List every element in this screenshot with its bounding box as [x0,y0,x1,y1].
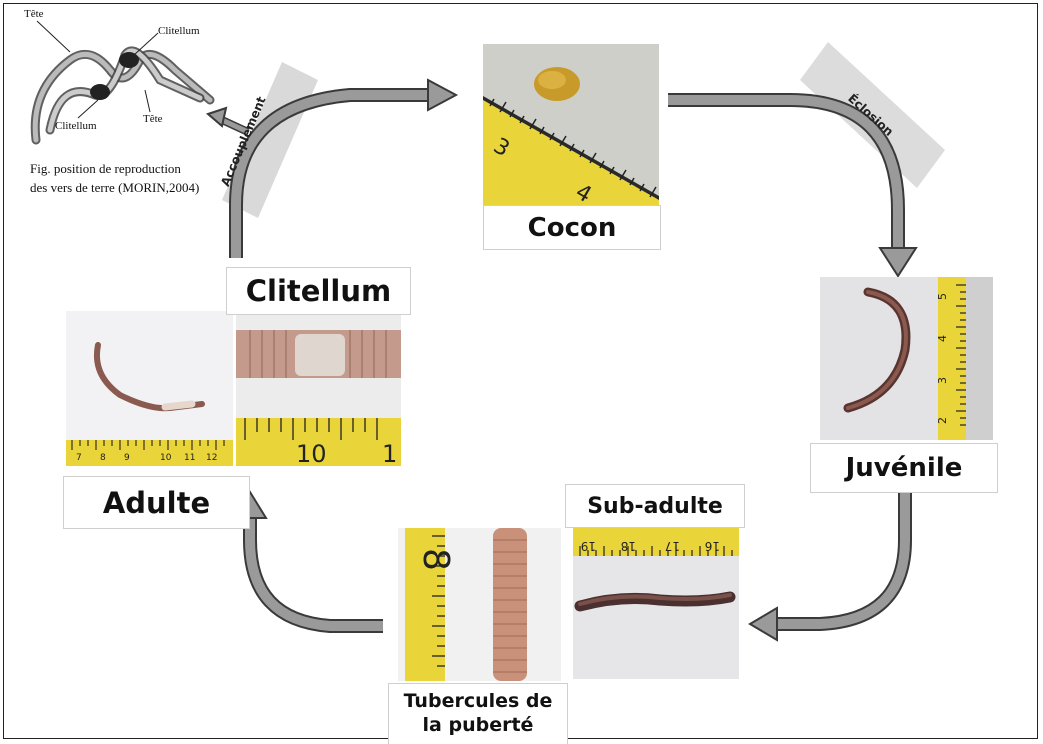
juvenile-ruler-3: 3 [936,377,949,384]
inset-clitellum-bottom: Clitellum [55,120,97,132]
tubercules-label-line2: la puberté [423,714,534,738]
tubercules-ruler-8: 8 [415,548,456,571]
adulte-ruler-10: 10 [160,453,172,463]
tubercules-label-line1: Tubercules de [404,690,553,714]
arrow-tubercules-to-adulte [250,518,383,626]
adulte-ruler-9: 9 [124,453,130,463]
juvenile-ruler-4: 4 [936,335,949,342]
inset-caption-line2: des vers de terre (MORIN,2004) [30,180,199,196]
adulte-ruler-7: 7 [76,453,82,463]
inset-clitellum-top: Clitellum [158,25,200,37]
cocon-photo: 3 4 [483,44,659,208]
clitellum-photo: 10 1 [236,314,401,468]
clitellum-label: Clitellum [226,267,411,315]
arrowhead-subadulte [750,608,777,640]
adulte-photo: 7 8 9 10 11 12 [66,311,233,466]
inset-tete-bottom: Tête [143,113,163,125]
arrowhead-inset [208,108,226,126]
juvenile-ruler-2: 2 [936,417,949,424]
subadulte-photo: 16 17 18 19 [573,528,739,679]
clitellum-ruler-1: 1 [382,440,397,468]
tubercules-photo: 8 [398,528,561,681]
subadulte-ruler-19: 19 [581,539,596,553]
juvenile-ruler-5: 5 [936,293,949,300]
tubercules-label: Tubercules de la puberté [388,683,568,744]
adulte-label: Adulte [63,476,250,529]
cocon-label: Cocon [483,205,661,250]
inset-caption-line1: Fig. position de reproduction [30,161,181,177]
subadulte-ruler-17: 17 [665,539,680,553]
arrowhead-juvenile [880,248,916,276]
subadulte-ruler-16: 16 [705,539,720,553]
adulte-ruler-11: 11 [184,453,195,463]
inset-tete-top: Tête [24,8,44,20]
clitellum-ruler-10: 10 [296,440,327,468]
juvenile-label: Juvénile [810,443,998,493]
subadulte-label: Sub-adulte [565,484,745,528]
adulte-ruler-12: 12 [206,453,217,463]
subadulte-ruler-18: 18 [621,539,636,553]
adulte-ruler-8: 8 [100,453,106,463]
juvenile-photo: 5 4 3 2 [820,277,993,440]
arrowhead-cocon [428,80,456,110]
